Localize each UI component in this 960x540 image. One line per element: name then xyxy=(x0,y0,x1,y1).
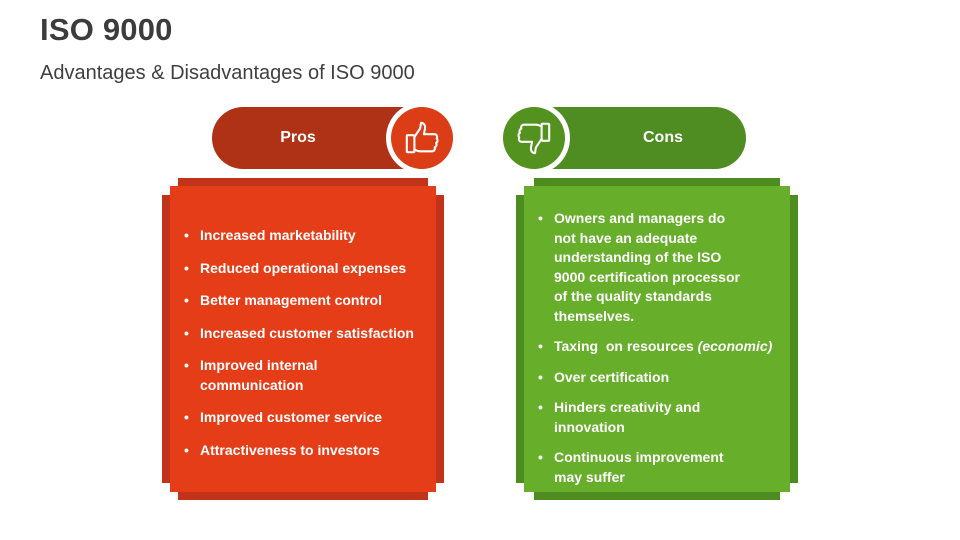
pros-item: Better management control xyxy=(184,291,422,311)
cons-item: Over certification xyxy=(538,368,776,388)
page-subtitle: Advantages & Disadvantages of ISO 9000 xyxy=(40,62,415,84)
pros-card: Increased marketability Reduced operatio… xyxy=(170,186,436,492)
cons-item: Hinders creativity and innovation xyxy=(538,398,776,437)
thumbs-down-icon xyxy=(517,122,551,155)
pros-label: Pros xyxy=(280,129,316,146)
page-title: ISO 9000 xyxy=(40,12,173,47)
cons-list: Owners and managers do not have an adequ… xyxy=(538,209,776,487)
cons-card: Owners and managers do not have an adequ… xyxy=(524,186,790,492)
pros-icon-badge xyxy=(386,102,458,174)
cons-label: Cons xyxy=(643,129,683,146)
cons-item: Continuous improvement may suffer xyxy=(538,448,776,487)
cons-item-text: Taxing on resources xyxy=(554,338,694,354)
cons-item: Owners and managers do not have an adequ… xyxy=(538,209,776,326)
cons-item-note: (economic) xyxy=(697,338,773,354)
pros-item: Improved customer service xyxy=(184,408,422,428)
pros-list: Increased marketability Reduced operatio… xyxy=(184,226,422,460)
pros-item: Reduced operational expenses xyxy=(184,259,422,279)
pros-item: Increased marketability xyxy=(184,226,422,246)
pros-item: Attractiveness to investors xyxy=(184,441,422,461)
pros-item: Increased customer satisfaction xyxy=(184,324,422,344)
thumbs-up-icon xyxy=(405,121,439,154)
cons-item: Taxing on resources (economic) xyxy=(538,337,776,357)
cons-icon-badge xyxy=(498,102,570,174)
pros-item: Improved internal communication xyxy=(184,356,422,395)
